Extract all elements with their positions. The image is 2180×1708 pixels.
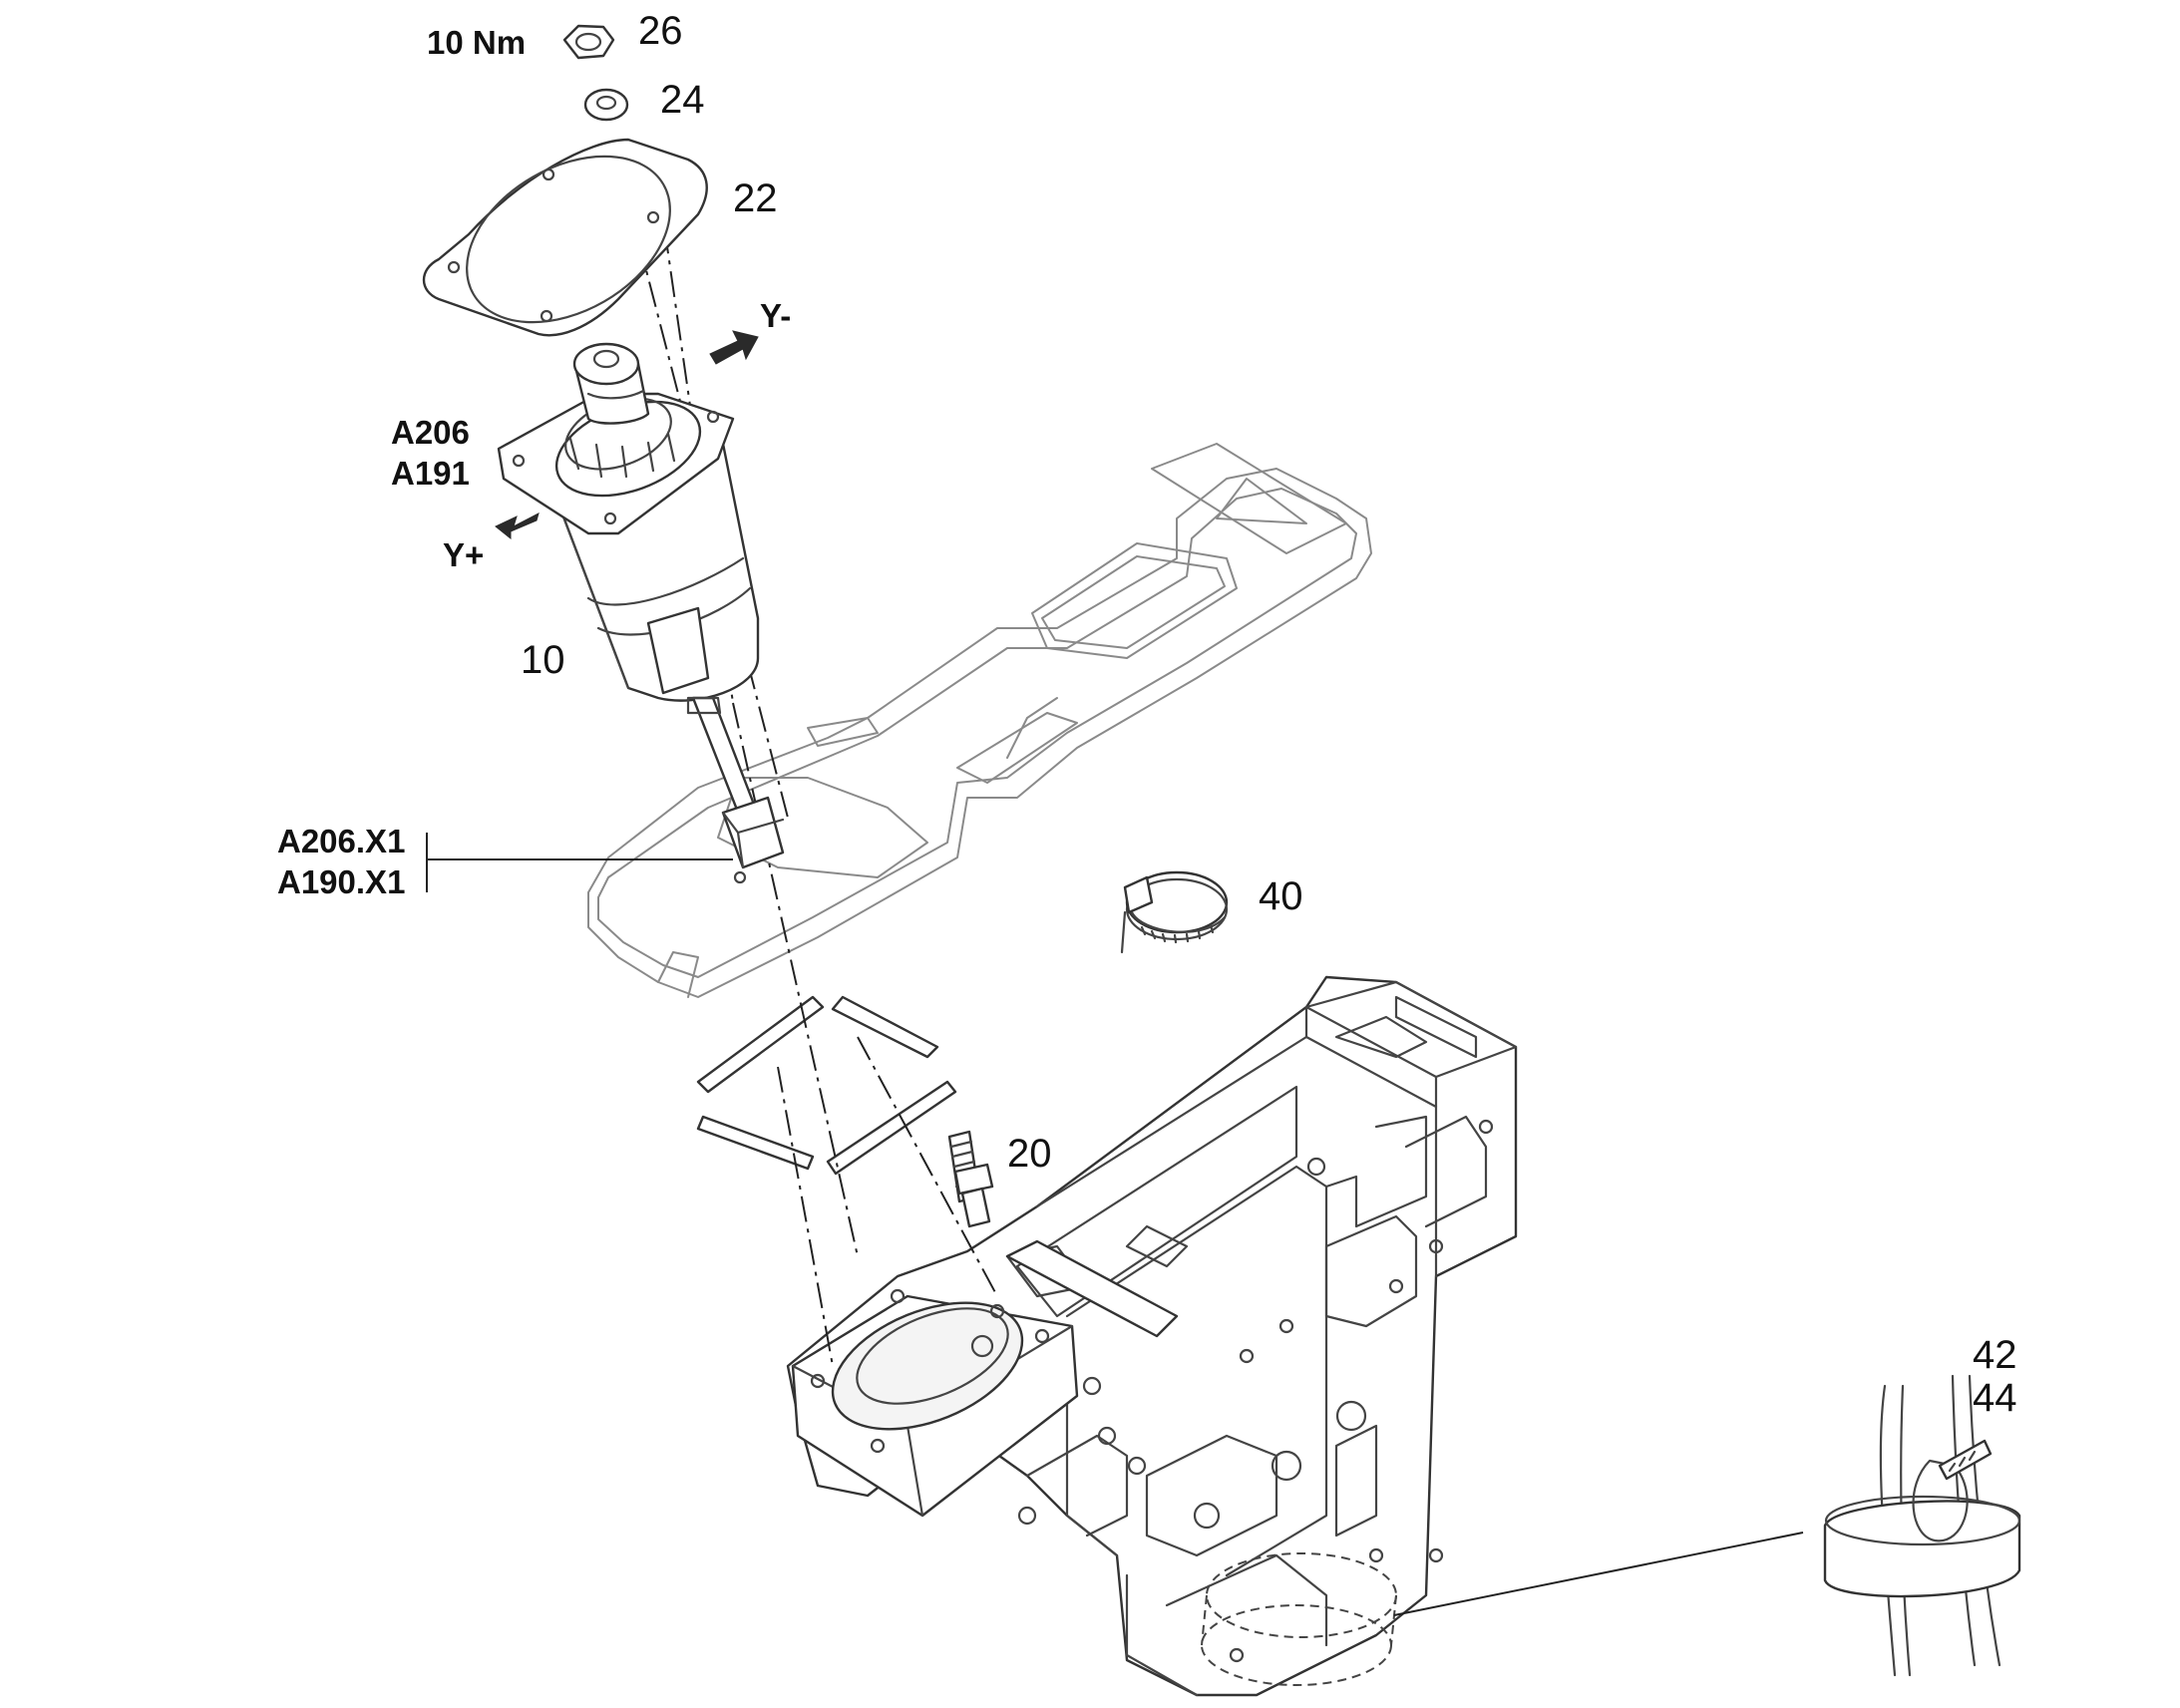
stud-part-20 — [947, 1130, 994, 1228]
callout-24: 24 — [660, 78, 705, 122]
assembly-axes — [637, 183, 998, 1367]
ref-a206-label: A206 — [391, 414, 470, 451]
console-cover — [587, 443, 1372, 998]
nut-part-26 — [562, 24, 615, 60]
ref-a191-label: A191 — [391, 455, 470, 492]
actuator-part-10 — [497, 342, 785, 884]
direction-y-minus-label: Y- — [760, 297, 791, 334]
connector-a190-x1-label: A190.X1 — [277, 863, 405, 900]
callout-26: 26 — [638, 9, 683, 53]
callout-10: 10 — [521, 638, 565, 682]
callout-22: 22 — [733, 176, 778, 220]
pads — [696, 995, 957, 1176]
direction-y-plus-label: Y+ — [443, 536, 484, 573]
y-plus-arrow-icon — [495, 512, 540, 540]
cable-tie-detail — [1823, 1374, 2021, 1677]
frame-assembly — [786, 975, 1518, 1697]
hose-clamp-part-40 — [1120, 870, 1229, 954]
y-minus-arrow-icon — [709, 330, 759, 365]
callout-44: 44 — [1973, 1376, 2017, 1420]
leader-lines — [426, 833, 1804, 1616]
washer-part-24 — [583, 88, 629, 122]
callout-40: 40 — [1259, 874, 1303, 918]
callout-20: 20 — [1007, 1132, 1052, 1176]
connector-a206-x1-label: A206.X1 — [277, 823, 405, 859]
callout-42: 42 — [1973, 1333, 2017, 1377]
torque-spec-label: 10 Nm — [427, 24, 526, 61]
gasket-part-22 — [422, 138, 708, 337]
